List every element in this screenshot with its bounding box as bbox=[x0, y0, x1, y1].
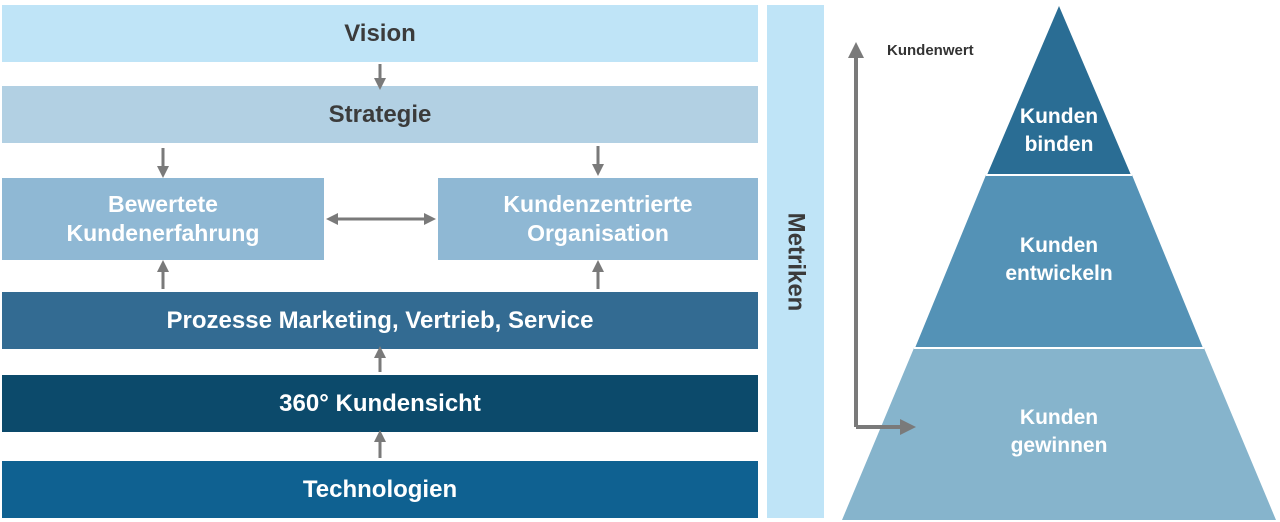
tier-entwickeln-line1: Kunden bbox=[1019, 234, 1099, 257]
bewertete-kundenerfahrung-line2: Kundenerfahrung bbox=[66, 220, 260, 246]
kundenzentrierte-organisation-line2: Organisation bbox=[527, 220, 669, 246]
tier-label-entwickeln: Kunden entwickeln bbox=[959, 232, 1159, 289]
bewertete-kundenerfahrung-box: Bewertete Kundenerfahrung bbox=[2, 178, 324, 260]
prozesse-box: Prozesse Marketing, Vertrieb, Service bbox=[2, 292, 758, 349]
tier-entwickeln-line2: entwickeln bbox=[1005, 262, 1113, 286]
technologien-box: Technologien bbox=[2, 461, 758, 518]
strategie-box: Strategie bbox=[2, 86, 758, 143]
pyramid-tier-bottom bbox=[842, 348, 1276, 520]
tier-binden-line1: Kunden bbox=[1019, 105, 1099, 128]
kundensicht-label: 360° Kundensicht bbox=[279, 389, 481, 417]
pyramid-tier-middle bbox=[915, 175, 1203, 348]
technologien-label: Technologien bbox=[302, 475, 458, 503]
tier-gewinnen-line2: gewinnen bbox=[1010, 434, 1108, 458]
strategie-label: Strategie bbox=[328, 100, 432, 128]
prozesse-label: Prozesse Marketing, Vertrieb, Service bbox=[166, 306, 594, 334]
kundenwert-label: Kundenwert bbox=[887, 42, 974, 59]
tier-gewinnen-line1: Kunden bbox=[1019, 406, 1099, 429]
metriken-bar: Metriken bbox=[767, 5, 824, 518]
tier-label-binden: Kunden binden bbox=[984, 103, 1134, 160]
tier-binden-line2: binden bbox=[1024, 133, 1094, 157]
kundenzentrierte-organisation-box: Kundenzentrierte Organisation bbox=[438, 178, 758, 260]
kundenzentrierte-organisation-line1: Kundenzentrierte bbox=[503, 191, 693, 218]
bewertete-kundenerfahrung-line1: Bewertete bbox=[108, 191, 218, 218]
pyramid-tier-top bbox=[987, 6, 1131, 175]
kundensicht-box: 360° Kundensicht bbox=[2, 375, 758, 432]
vision-box: Vision bbox=[2, 5, 758, 62]
tier-label-gewinnen: Kunden gewinnen bbox=[959, 404, 1159, 461]
vision-label: Vision bbox=[344, 19, 416, 47]
